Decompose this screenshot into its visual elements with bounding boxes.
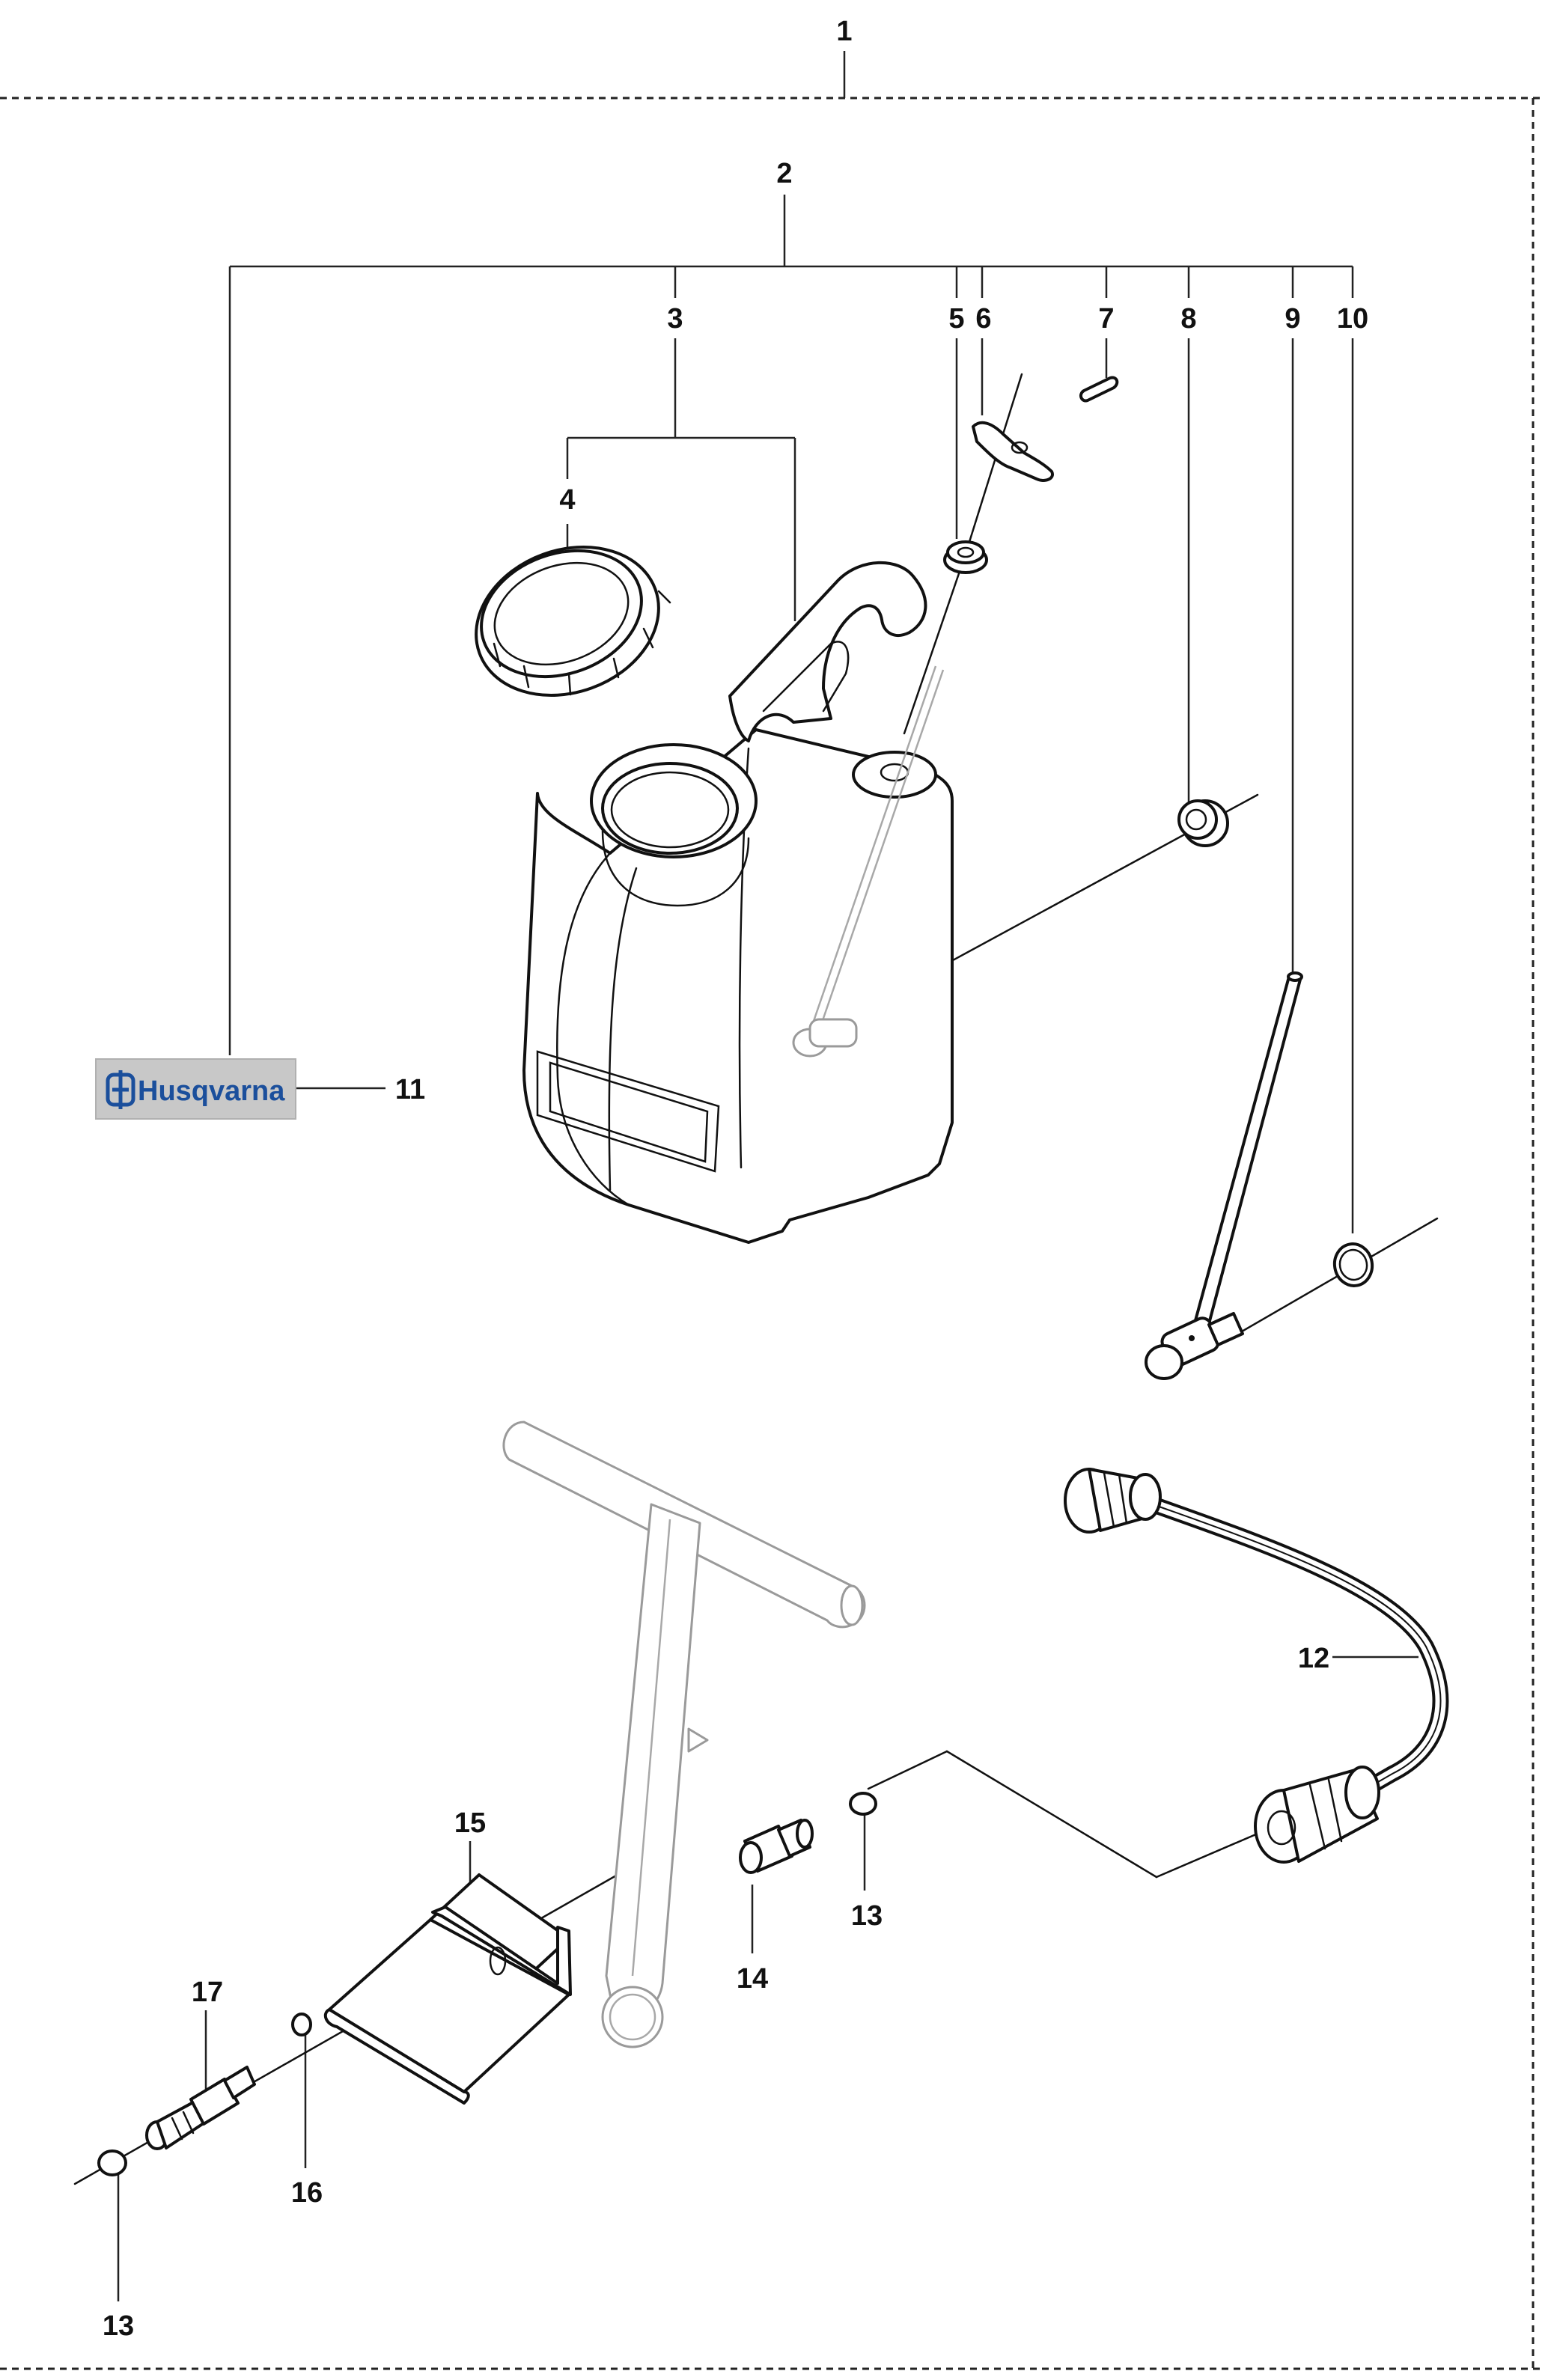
handle-frame bbox=[502, 1421, 866, 2048]
callout-16: 16 bbox=[291, 2177, 323, 2209]
water-hose bbox=[1064, 1468, 1449, 1864]
grommet bbox=[943, 540, 988, 574]
callout-6: 6 bbox=[975, 303, 991, 335]
callout-10: 10 bbox=[1337, 303, 1368, 335]
o-ring-16 bbox=[291, 2013, 312, 2036]
o-ring-13-upper bbox=[849, 1792, 877, 1816]
callout-8: 8 bbox=[1180, 303, 1196, 335]
leader-lines bbox=[73, 51, 1439, 2301]
drip-pan bbox=[323, 1873, 572, 2105]
callout-17: 17 bbox=[192, 1977, 223, 2008]
callout-13-lower: 13 bbox=[103, 2310, 134, 2342]
callout-1: 1 bbox=[836, 16, 852, 47]
o-ring-13-lower bbox=[97, 2149, 127, 2176]
assembly-frame bbox=[0, 97, 1545, 2370]
wing-clip bbox=[972, 421, 1054, 482]
callout-labels: 1 2 3 4 5 6 7 8 9 10 11 12 13 14 15 16 1… bbox=[103, 16, 1368, 2342]
callout-5: 5 bbox=[948, 303, 964, 335]
callout-4: 4 bbox=[559, 484, 575, 516]
callout-15: 15 bbox=[454, 1807, 486, 1839]
callout-3-top: 3 bbox=[667, 303, 683, 335]
water-tank bbox=[522, 561, 954, 1244]
callout-13-upper: 13 bbox=[851, 1900, 883, 1932]
tank-cap bbox=[475, 546, 671, 697]
callout-12: 12 bbox=[1298, 1643, 1329, 1674]
nut bbox=[1177, 799, 1229, 847]
callout-14: 14 bbox=[737, 1963, 768, 1995]
pin bbox=[1079, 376, 1119, 403]
callout-2: 2 bbox=[776, 158, 792, 189]
husqvarna-crown-logo-icon bbox=[106, 1070, 135, 1109]
callout-11: 11 bbox=[395, 1074, 425, 1105]
callout-9: 9 bbox=[1285, 303, 1300, 335]
o-ring-10 bbox=[1332, 1242, 1374, 1287]
husqvarna-decal: Husqvarna bbox=[95, 1058, 296, 1120]
callout-7: 7 bbox=[1098, 303, 1114, 335]
adapter bbox=[739, 1819, 814, 1874]
suction-pipe bbox=[1145, 971, 1303, 1380]
decal-brand-text: Husqvarna bbox=[138, 1075, 285, 1107]
nipple-fitting bbox=[145, 2066, 256, 2150]
